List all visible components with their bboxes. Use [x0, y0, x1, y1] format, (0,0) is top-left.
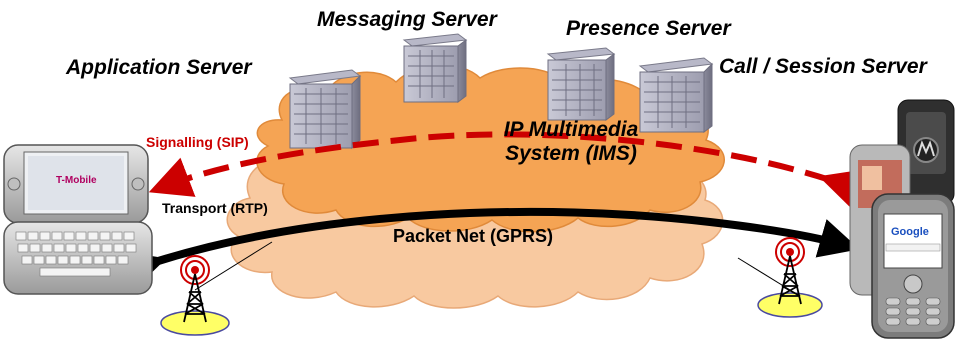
left-radio-link [194, 241, 273, 291]
application-server-icon [288, 69, 362, 150]
messaging-server-label: Messaging Server [317, 8, 497, 31]
application-server-label: Application Server [66, 56, 252, 79]
call-session-server-label: Call / Session Server [719, 55, 927, 78]
signalling-sip-arrow [148, 131, 865, 210]
signalling-label: Signalling (SIP) [146, 134, 249, 150]
nokia-screen-text: Google [891, 226, 929, 238]
ims-label-line1: IP Multimedia [503, 118, 639, 141]
left-cell-tower-icon [160, 255, 230, 336]
ims-label-line2: System (IMS) [505, 142, 637, 165]
nokia-phone-icon [871, 193, 955, 339]
transport-rtp-arrow [122, 207, 860, 290]
transport-label: Transport (RTP) [162, 200, 268, 216]
right-radio-link [737, 257, 791, 291]
tmobile-screen-text: T-Mobile [56, 175, 97, 186]
presence-server-label: Presence Server [566, 17, 731, 40]
right-cell-tower-icon [757, 237, 823, 318]
packet-net-label: Packet Net (GPRS) [393, 226, 554, 246]
call-session-server-icon [638, 57, 714, 133]
tmobile-device-icon [3, 144, 153, 295]
messaging-server-icon [402, 33, 468, 103]
presence-server-icon [546, 47, 616, 121]
ims-label: IP Multimedia System (IMS) [466, 118, 676, 166]
